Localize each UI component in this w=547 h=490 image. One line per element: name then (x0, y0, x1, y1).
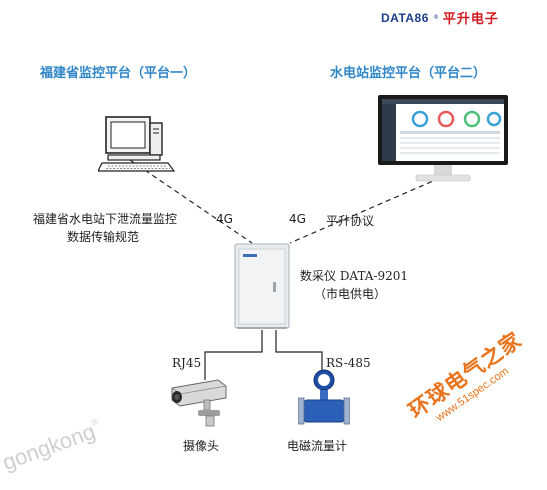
brand-chinese-name: 平升电子 (442, 12, 499, 27)
left-protocol-line1: 福建省水电站下泄流量监控 (33, 212, 178, 226)
camera-label: 摄像头 (183, 439, 220, 453)
camera-port-label: RJ45 (172, 356, 202, 370)
dashed-link-right (289, 177, 441, 244)
device-name: 数采仪 DATA-9201 (300, 269, 409, 283)
left-4g-label: 4G (216, 212, 233, 226)
cctv-camera-icon (171, 379, 227, 427)
flow-meter-icon (298, 369, 350, 425)
brand-name: DATA86 (381, 10, 429, 25)
device-power: （市电供电） (314, 287, 387, 301)
wire-meter (275, 330, 323, 372)
meter-port-label: RS-485 (326, 356, 371, 370)
data-logger-cabinet-icon (234, 243, 290, 329)
wire-camera (204, 330, 263, 380)
platform-two-title: 水电站监控平台（平台二） (330, 66, 487, 81)
right-protocol-label: 平升协议 (326, 214, 375, 228)
left-protocol-line2: 数据传输规范 (67, 230, 140, 244)
meter-label: 电磁流量计 (287, 439, 348, 453)
right-4g-label: 4G (289, 212, 306, 226)
dashed-link-left (129, 159, 253, 244)
monitor-dashboard-icon (378, 95, 508, 182)
brand-reg-mark: ® (432, 14, 439, 21)
platform-one-title: 福建省监控平台（平台一） (40, 66, 197, 81)
brand-logo: DATA86 ® 平升电子 (381, 8, 499, 28)
desktop-computer-icon (98, 116, 176, 172)
